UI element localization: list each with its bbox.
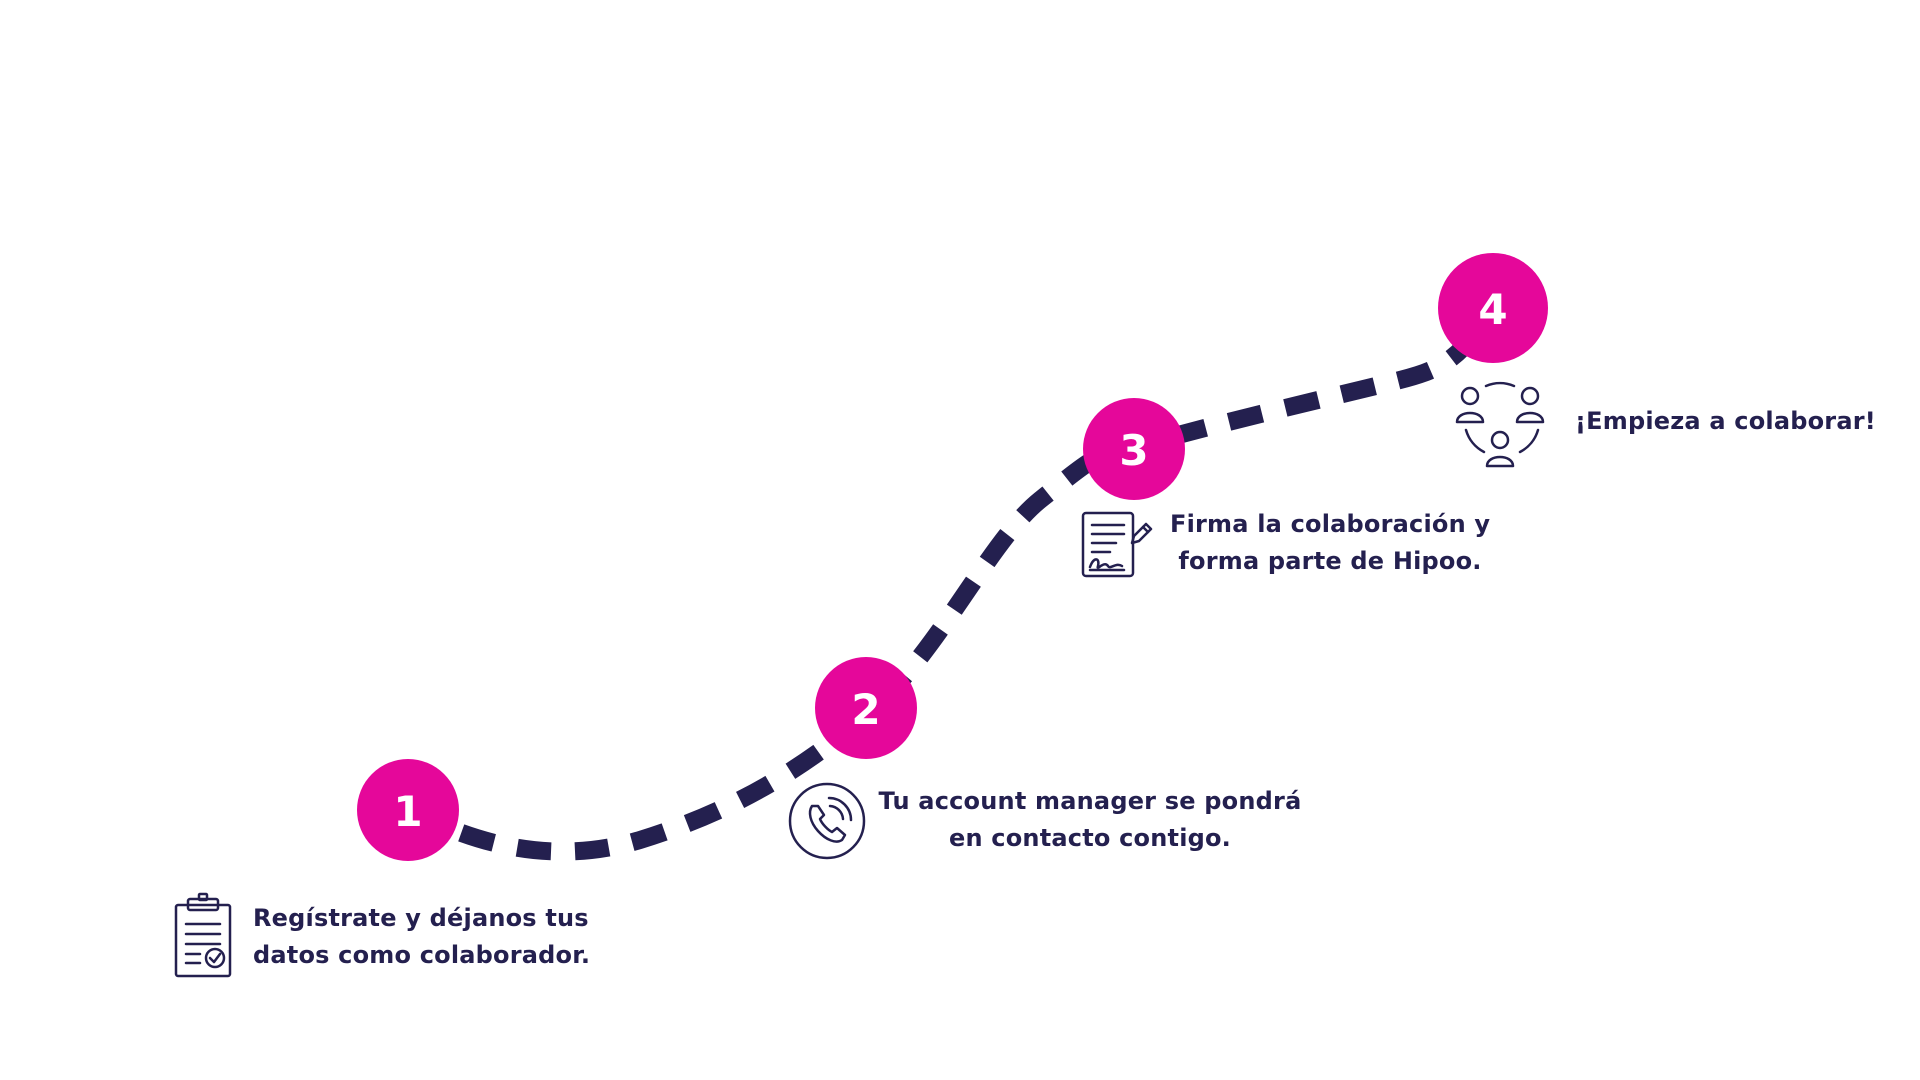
step-number-2: 2 [851, 685, 880, 734]
step-2-description: Tu account manager se pondrá en contacto… [870, 783, 1310, 857]
step-1-line-1: Regístrate y déjanos tus [253, 904, 589, 932]
step-marker-1: 1 [357, 759, 459, 861]
step-marker-4: 4 [1438, 253, 1548, 363]
step-4-description: ¡Empieza a colaborar! [1575, 403, 1876, 440]
signed-document-icon [1081, 511, 1153, 578]
step-marker-3: 3 [1083, 398, 1185, 500]
step-2-line-2: en contacto contigo. [948, 824, 1231, 852]
clipboard-check-icon [174, 892, 232, 978]
step-4-line-1: ¡Empieza a colaborar! [1575, 407, 1876, 435]
step-marker-2: 2 [815, 657, 917, 759]
step-number-4: 4 [1478, 285, 1507, 334]
step-1-description: Regístrate y déjanos tus datos como cola… [253, 900, 590, 974]
step-number-1: 1 [393, 787, 422, 836]
step-number-3: 3 [1119, 426, 1148, 475]
step-3-line-1: Firma la colaboración y [1170, 510, 1491, 538]
step-1-line-2: datos como colaborador. [253, 941, 591, 969]
phone-call-icon [788, 782, 866, 860]
dashed-path [404, 303, 1501, 861]
step-2-line-1: Tu account manager se pondrá [878, 787, 1302, 815]
team-network-icon [1455, 381, 1545, 468]
step-3-description: Firma la colaboración y forma parte de H… [1170, 506, 1490, 580]
step-3-line-2: forma parte de Hipoo. [1178, 547, 1482, 575]
